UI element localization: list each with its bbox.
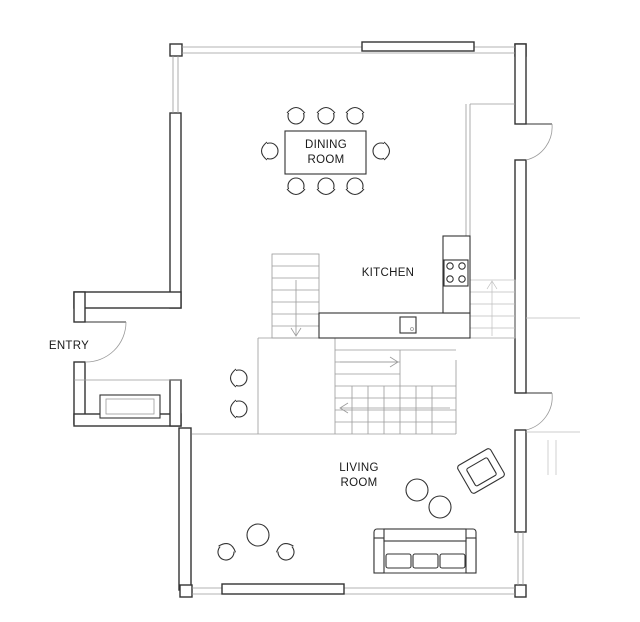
entry-bench (99, 394, 161, 419)
west-wall-living (178, 427, 192, 591)
chair-back (229, 399, 237, 419)
chair (260, 141, 279, 161)
living-stair-arrowhead-upper (389, 356, 399, 368)
dining-furniture (260, 106, 391, 196)
east-wall-corner-bottom (514, 584, 527, 598)
north-wall-corner-left (169, 43, 183, 57)
sofa-cushion (439, 553, 466, 569)
sofa-arm-left (373, 537, 385, 574)
dining-chairs (260, 106, 391, 196)
chair-back (286, 106, 306, 114)
stove-burner (458, 262, 466, 270)
chair (229, 368, 248, 388)
living-label-line2: ROOM (341, 477, 378, 489)
chair (275, 543, 295, 561)
entry-bench-inner (105, 398, 155, 415)
east-stair (469, 279, 516, 339)
side-table (246, 523, 270, 547)
armchair (457, 448, 505, 494)
upper-stair-outline (271, 253, 320, 339)
chair-back (316, 106, 336, 114)
kitchen-sink-drain (410, 327, 414, 331)
living-label-line1: LIVING (339, 462, 379, 474)
chair (372, 141, 391, 161)
living-furniture (217, 448, 505, 574)
west-wall-upper (169, 112, 182, 309)
east-wall-lower (514, 429, 527, 533)
hall-chairs (229, 368, 248, 419)
chair (286, 177, 306, 196)
entry-north-wall (73, 291, 182, 309)
east-wall-upper (514, 43, 527, 125)
east-door-lower-swing (525, 392, 553, 431)
chair (316, 106, 336, 125)
kitchen-sink (399, 316, 417, 334)
entry-door-swing (84, 321, 127, 363)
sofa-cushion (385, 553, 412, 569)
kitchen-counter (318, 312, 471, 339)
chair-back (345, 188, 365, 196)
chair (217, 543, 237, 561)
room-labels: DINING ROOM KITCHEN ENTRY LIVING ROOM (49, 139, 414, 489)
dining-table (284, 130, 367, 175)
east-stair-outline (469, 279, 516, 339)
coffee-table (405, 478, 429, 502)
windows (74, 41, 524, 595)
chair (229, 399, 248, 419)
sofa-back (383, 528, 467, 542)
south-wall-corner-left (179, 584, 193, 598)
chair-back (275, 543, 294, 553)
dining-label-line1: DINING (305, 139, 347, 151)
east-wall-middle (514, 159, 527, 394)
stove-burner (446, 262, 454, 270)
chair-back (345, 106, 365, 114)
chair-back (316, 188, 336, 196)
entry-west-stub-upper (73, 291, 86, 323)
dining-label-line2: ROOM (308, 154, 345, 166)
sofa (373, 528, 477, 574)
chair (286, 106, 306, 125)
south-window-sash (221, 583, 345, 595)
east-stair-arrowhead (486, 280, 498, 290)
doors (84, 123, 553, 431)
stove-burner (446, 275, 454, 283)
exterior-walls (73, 43, 527, 598)
kitchen-fixtures (318, 235, 471, 339)
chair-back (383, 141, 391, 161)
living-chairs (217, 543, 295, 561)
east-door-upper-swing (525, 123, 553, 161)
interior-lines (192, 103, 580, 475)
sofa-cushion (412, 553, 439, 569)
stove-burner (458, 275, 466, 283)
living-stair-arrowhead-lower (339, 402, 349, 414)
chair-back (260, 141, 268, 161)
chair (345, 177, 365, 196)
sofa-arm-right (465, 537, 477, 574)
west-wall-lower (169, 379, 182, 427)
kitchen-label: KITCHEN (362, 267, 415, 279)
chair-back (229, 368, 237, 388)
upper-stair-arrowhead (290, 327, 302, 337)
armchair-seat (466, 457, 497, 487)
chair (345, 106, 365, 125)
north-window-sash (361, 41, 475, 52)
upper-stair (271, 253, 320, 339)
chair-back (286, 188, 306, 196)
chair (316, 177, 336, 196)
coffee-table (428, 495, 452, 519)
living-stair (335, 349, 456, 434)
entry-label: ENTRY (49, 340, 89, 352)
chair-back (218, 543, 237, 553)
